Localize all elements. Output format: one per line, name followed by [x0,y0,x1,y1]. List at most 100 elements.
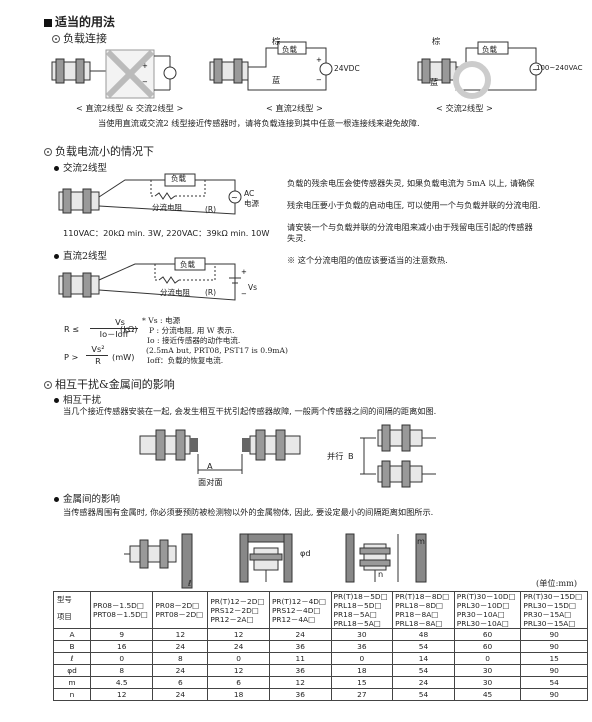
dc-shunt-diagram: + − [58,257,247,301]
formula-r-num: Vs [115,317,125,327]
mutual-diagrams [139,424,436,488]
table-cell: 24 [392,676,455,689]
spec-table: 型号 项目 PR08－1.5D□PRT08－1.5D□ PR08－2D□PRT0… [53,591,588,701]
formula-r-unit: (kΩ) [120,324,138,334]
table-corner: 型号 项目 [53,591,91,629]
label-brown-1: 棕 [272,36,281,46]
label-r-ac: (R) [205,205,217,214]
label-load-ac: 负载 [171,174,186,183]
section-interference: 相互干扰&金属间的影响 [44,376,175,392]
formula-p-lhs: P > [64,352,79,362]
model-cell: PR(T)18－5D□PRL18－5D□PR18－5A□PRL18－5A□ [330,591,394,629]
metal-diagrams [124,533,427,589]
table-cell: 54 [392,688,455,701]
table-cell: 9 [89,628,154,641]
table-cell: 12 [207,628,270,641]
table-cell: 60 [453,640,522,653]
table-cell: 12 [89,688,154,701]
table-cell: 48 [392,628,455,641]
table-cell: 54 [520,676,588,689]
svg-text:−: − [316,76,322,84]
section-small-current: 负载电流小的情况下 [44,143,154,159]
table-cell: 6 [207,676,270,689]
table-cell: 90 [520,640,588,653]
svg-text:+: + [316,56,322,64]
mutual-text: 当几个接近传感器安装在一起, 会发生相互干扰引起传感器故障, 一般两个传感器之间… [63,406,437,416]
table-cell: 36 [268,688,332,701]
table-cell: 14 [392,652,455,665]
ac-shunt-diagram: ~ [58,173,242,215]
model-cell: PR(T)30－15D□PRL30－15D□PR30－15A□PRL30－15A… [520,591,588,629]
model-cell: PR(T)12－4D□PRS12－4D□PR12－4A□ [268,591,332,629]
spec-line: 110VAC：20kΩ min. 3W, 220VAC：39kΩ min. 10… [63,228,270,238]
table-cell: 54 [392,640,455,653]
caption-mid: < 直流2线型 > [266,103,323,113]
label-24vdc: 24VDC [334,64,360,73]
label-parallel: 并行 [327,451,344,461]
table-cell: 8 [152,652,209,665]
row-label: A [53,628,91,641]
formula-p-num: Vs² [91,344,105,354]
label-supply: 电源 [244,199,259,208]
table-cell: 45 [453,688,522,701]
formula-p-unit: (mW) [112,352,135,362]
diagram-ac2: ~ [417,41,543,99]
table-cell: 54 [392,664,455,677]
table-cell: 90 [520,628,588,641]
table-cell: 0 [330,652,394,665]
table-cell: 12 [268,676,332,689]
table-cell: 90 [520,664,588,677]
table-cell: 15 [520,652,588,665]
table-cell: 18 [207,688,270,701]
table-cell: 6 [152,676,209,689]
diagram-crossed: + − [51,49,177,99]
label-n: n [378,569,384,579]
label-blue-1: 蓝 [272,75,281,85]
formula-r-lhs: R ≤ [64,324,80,334]
label-r-dc: (R) [205,288,217,297]
label-brown-2: 棕 [432,36,441,46]
caption-right: < 交流2线型 > [436,103,493,113]
load-connection-diagrams: + − + − ~ [51,41,543,99]
table-cell: 12 [207,664,270,677]
table-cell: 4.5 [89,676,154,689]
label-m: m [417,536,425,546]
model-cell: PR(T)18－8D□PRL18－8D□PR18－8A□PRL18－8A□ [392,591,455,629]
label-a: A [207,461,213,471]
label-load-1: 负载 [282,45,297,54]
table-cell: 36 [268,664,332,677]
svg-text:+: + [142,62,148,70]
table-cell: 16 [89,640,154,653]
dc2-label: 直流2线型 [54,248,107,262]
table-cell: 90 [520,688,588,701]
ac2-label: 交流2线型 [54,160,107,174]
table-cell: 18 [330,664,394,677]
label-b: B [348,451,354,461]
load-connection-note: 当使用直流或交流2 线型接近传感器时，请将负载连接到其中任意一根连接线来避免故障… [98,118,420,128]
table-cell: 0 [89,652,154,665]
label-face: 面对面 [198,477,223,487]
formula-r-den: Io－Ioff [99,329,129,339]
table-cell: 30 [330,628,394,641]
table-cell: 8 [89,664,154,677]
table-cell: 36 [330,640,394,653]
table-cell: 0 [207,652,270,665]
table-cell: 24 [268,628,332,641]
label-d: φd [300,548,311,558]
svg-text:−: − [142,78,148,86]
metal-label: 金属间的影响 [54,491,120,505]
table-cell: 30 [453,676,522,689]
metal-text: 当传感器周围有金属时, 你必须要预防被检测物以外的金属物体, 因此, 要设定最小… [63,507,434,517]
label-ac: AC [244,189,255,198]
table-cell: 60 [453,628,522,641]
model-cell: PR08－1.5D□PRT08－1.5D□ [89,591,154,629]
formula-legend: * Vs : 电源 P : 分流电阻, 用 W 表示. Io : 接近传感器的动… [142,316,288,365]
label-shunt-dc: 分流电阻 [160,288,190,297]
row-label: n [53,688,91,701]
section-load-connection: 负载连接 [52,30,107,46]
